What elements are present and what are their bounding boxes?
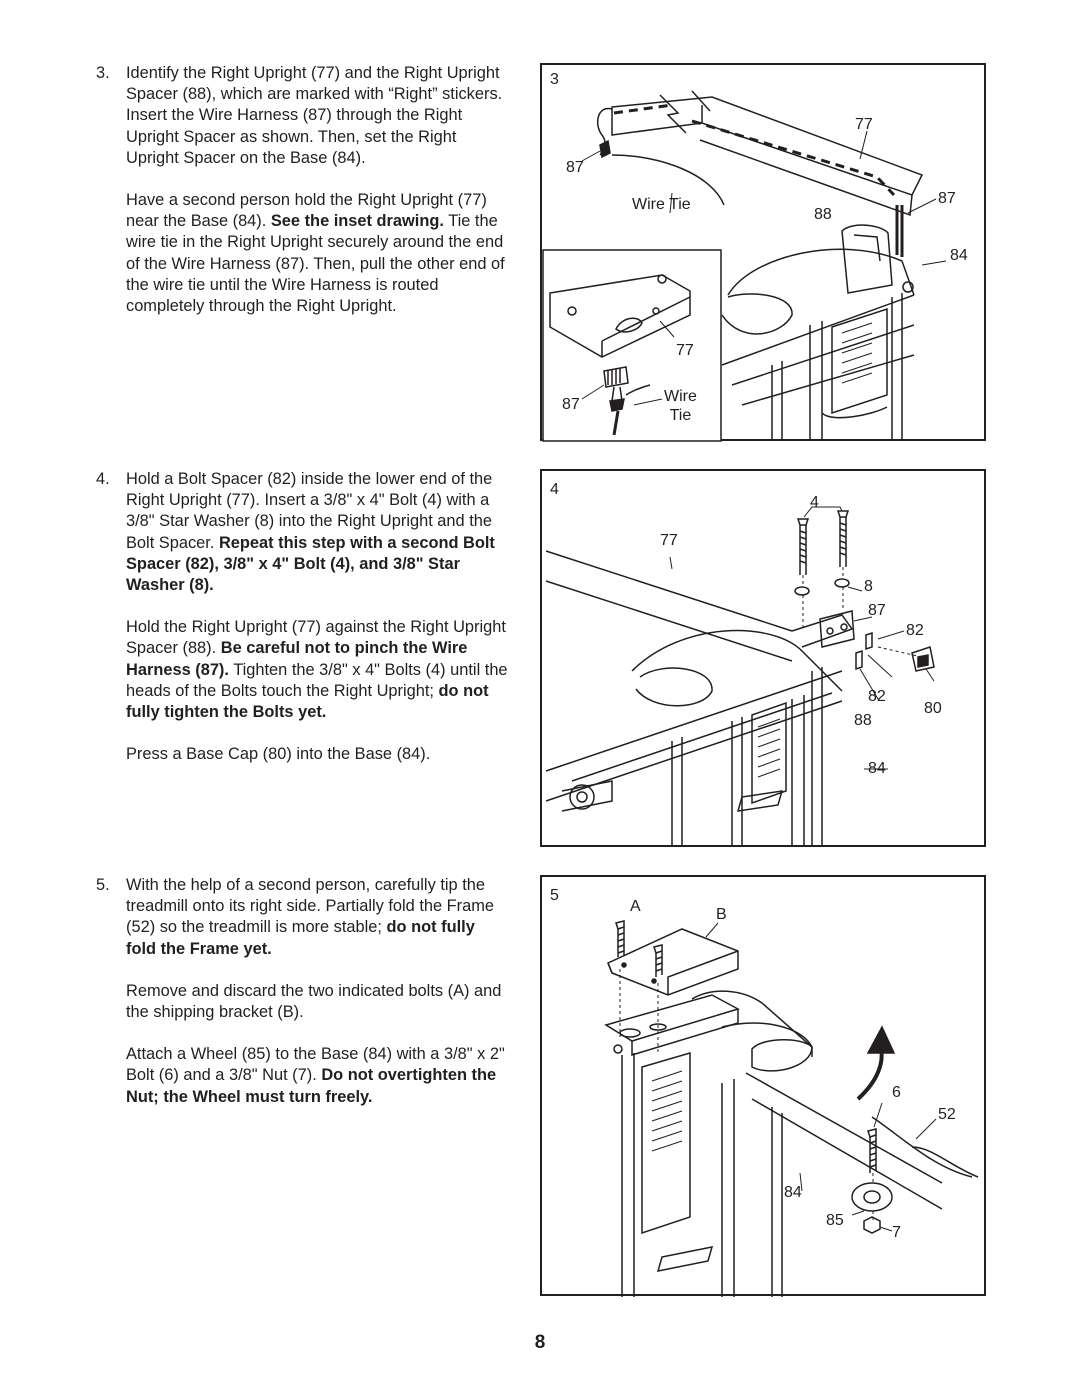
step-paragraph: Remove and discard the two indicated bol… (126, 981, 508, 1023)
callout-87: 87 (566, 159, 584, 176)
figure-number: 5 (550, 887, 559, 904)
instruction-text: Tie the wire tie in the Right Upright se… (126, 212, 505, 316)
callout-84: 84 (950, 247, 968, 264)
figure-5: 5 A B 6 52 84 85 7 (540, 875, 986, 1297)
instruction-text: Tighten the 3/8" x 4" Bolts (4) until th… (126, 660, 508, 700)
figure-4-drawing (545, 506, 935, 847)
instruction-text: Press a Base Cap (80) into the Base (84)… (126, 745, 431, 764)
bold-instruction: See the inset drawing. (270, 212, 444, 231)
step-4: 4. Hold a Bolt Spacer (82) inside the lo… (96, 469, 508, 786)
callout-7: 7 (892, 1224, 901, 1241)
bold-instruction: Repeat this step with a second Bolt Spac… (126, 533, 495, 595)
callout-wire-tie: Wire Tie (632, 196, 691, 213)
step-3: 3. Identify the Right Upright (77) and t… (96, 63, 508, 338)
bold-instruction: do not fully tighten the Bolts yet. (126, 681, 489, 722)
figure-number: 3 (550, 71, 559, 88)
bold-instruction: do not fully fold the Frame yet. (126, 918, 475, 958)
step-paragraph: Identify the Right Upright (77) and the … (126, 63, 508, 169)
bold-instruction: Be careful not to pinch the Wire Harness… (126, 639, 468, 679)
step-number: 5. (96, 876, 110, 894)
step-number: 4. (96, 470, 110, 488)
callout-4: 4 (810, 494, 819, 511)
callout-8: 8 (864, 578, 873, 595)
callout-6: 6 (892, 1084, 901, 1101)
step-paragraph: Attach a Wheel (85) to the Base (84) wit… (126, 1044, 508, 1108)
callout-87: 87 (868, 602, 886, 619)
step-paragraph: Press a Base Cap (80) into the Base (84)… (126, 744, 508, 765)
instruction-text: Hold the Right Upright (77) against the … (126, 618, 506, 658)
instruction-text: Have a second person hold the Right Upri… (126, 191, 487, 231)
callout-B: B (716, 906, 727, 923)
callout-82: 82 (906, 622, 924, 639)
inset-callout-wire-tie: Wire Tie (664, 388, 697, 424)
inset-callout-87: 87 (562, 396, 580, 413)
figure-3: 3 77 87 Wire Tie 87 88 84 77 87 Wire Tie (540, 63, 986, 442)
callout-80: 80 (924, 700, 942, 717)
callout-A: A (630, 898, 641, 915)
callout-85: 85 (826, 1212, 844, 1229)
callout-84: 84 (784, 1184, 802, 1201)
figure-3-drawing (542, 90, 947, 442)
instruction-text: Hold a Bolt Spacer (82) inside the lower… (126, 470, 493, 552)
instruction-text: With the help of a second person, carefu… (126, 876, 495, 937)
callout-88: 88 (854, 712, 872, 729)
step-paragraph: Hold the Right Upright (77) against the … (126, 617, 508, 723)
page-number: 8 (534, 1332, 546, 1353)
instruction-text: Identify the Right Upright (77) and the … (126, 64, 503, 167)
step-5: 5. With the help of a second person, car… (96, 875, 508, 1129)
callout-87: 87 (938, 190, 956, 207)
instruction-text: Attach a Wheel (85) to the Base (84) wit… (126, 1045, 505, 1085)
instruction-text: Remove and discard the two indicated bol… (126, 981, 502, 1022)
figure-4: 4 4 77 8 87 82 82 80 88 84 (540, 469, 986, 847)
callout-77: 77 (855, 116, 873, 133)
step-paragraph: With the help of a second person, carefu… (126, 875, 508, 960)
step-paragraph: Hold a Bolt Spacer (82) inside the lower… (126, 469, 508, 596)
callout-82: 82 (868, 688, 886, 705)
bold-instruction: Do not overtighten the Nut; the Wheel mu… (126, 1066, 497, 1106)
callout-52: 52 (938, 1106, 956, 1123)
figure-number: 4 (550, 481, 559, 498)
callout-84: 84 (868, 760, 886, 777)
figure-5-drawing (604, 920, 979, 1297)
callout-88: 88 (814, 206, 832, 223)
step-number: 3. (96, 64, 110, 82)
step-paragraph: Have a second person hold the Right Upri… (126, 190, 508, 317)
inset-callout-77: 77 (676, 342, 694, 359)
callout-77: 77 (660, 532, 678, 549)
